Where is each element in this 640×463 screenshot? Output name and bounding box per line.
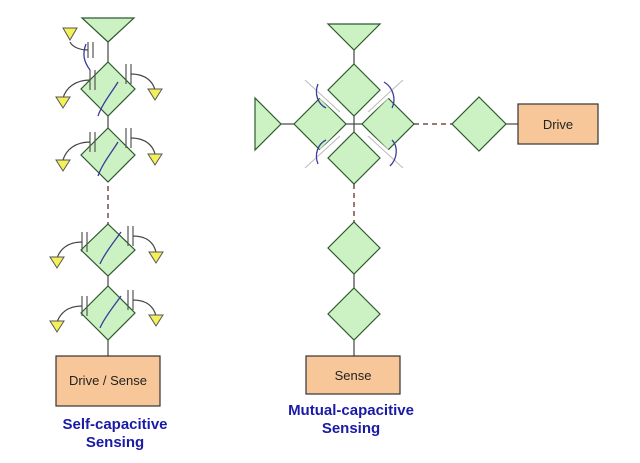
parasitic-capacitor-right-2: [125, 128, 163, 166]
self-electrode-1: [80, 61, 136, 117]
self-capacitive-diagram: Drive / Sense: [49, 17, 164, 407]
column-electrode-right: [361, 97, 415, 151]
parasitic-capacitor-left-3: [49, 232, 88, 269]
drive-sense-box: [55, 355, 161, 407]
ground-arrow-icon: [62, 27, 78, 41]
drive-electrode: [451, 96, 507, 152]
ground-arrow-icon: [55, 159, 71, 172]
ground-arrow-icon: [148, 314, 164, 327]
parasitic-capacitor-right-4: [127, 290, 164, 327]
parasitic-capacitor-top: [62, 27, 94, 58]
mutual-capacitive-caption: Mutual-capacitive Sensing: [266, 402, 436, 438]
mutual-capacitive-caption-line2: Sensing: [321, 420, 381, 437]
sense-label: Sense: [335, 368, 372, 383]
field-line: [315, 139, 327, 165]
mutual-capacitive-caption-line1: Mutual-capacitive: [288, 402, 414, 419]
field-line: [383, 81, 395, 109]
parasitic-capacitor-left-2: [55, 132, 96, 172]
ground-arrow-icon: [55, 96, 71, 109]
field-line: [389, 139, 397, 167]
gap-highlight: [302, 77, 406, 171]
mutual-capacitive-diagram: Drive Sense: [254, 23, 599, 395]
ground-arrow-icon: [147, 153, 163, 166]
parasitic-capacitor-right-3: [127, 226, 164, 264]
drive-box: [517, 103, 599, 145]
drive-label: Drive: [543, 117, 573, 132]
field-line: [97, 141, 119, 177]
field-line: [99, 295, 122, 329]
top-terminal-triangle: [80, 17, 136, 43]
parasitic-capacitor-right-1: [125, 64, 163, 101]
ground-arrow-icon: [49, 256, 65, 269]
row-electrode-bottom: [327, 131, 381, 185]
self-capacitive-caption-line2: Sensing: [85, 434, 145, 451]
left-terminal-triangle: [254, 96, 282, 152]
ground-arrow-icon: [147, 88, 163, 101]
drive-sense-label: Drive / Sense: [69, 373, 147, 388]
sense-electrode-2: [327, 287, 381, 341]
parasitic-capacitor-left-4: [49, 296, 88, 333]
ground-arrow-icon: [49, 320, 65, 333]
sense-electrode-1: [327, 221, 381, 275]
field-line: [315, 83, 327, 109]
top-terminal-triangle: [326, 23, 382, 51]
self-electrode-2: [80, 127, 136, 183]
sense-box: [305, 355, 401, 395]
field-line: [83, 43, 91, 71]
self-capacitive-caption: Self-capacitive Sensing: [40, 416, 190, 452]
field-line: [97, 81, 119, 117]
self-capacitive-caption-line1: Self-capacitive: [62, 416, 168, 433]
field-line: [99, 231, 122, 265]
parasitic-capacitor-left-1: [55, 70, 96, 109]
ground-arrow-icon: [148, 251, 164, 264]
